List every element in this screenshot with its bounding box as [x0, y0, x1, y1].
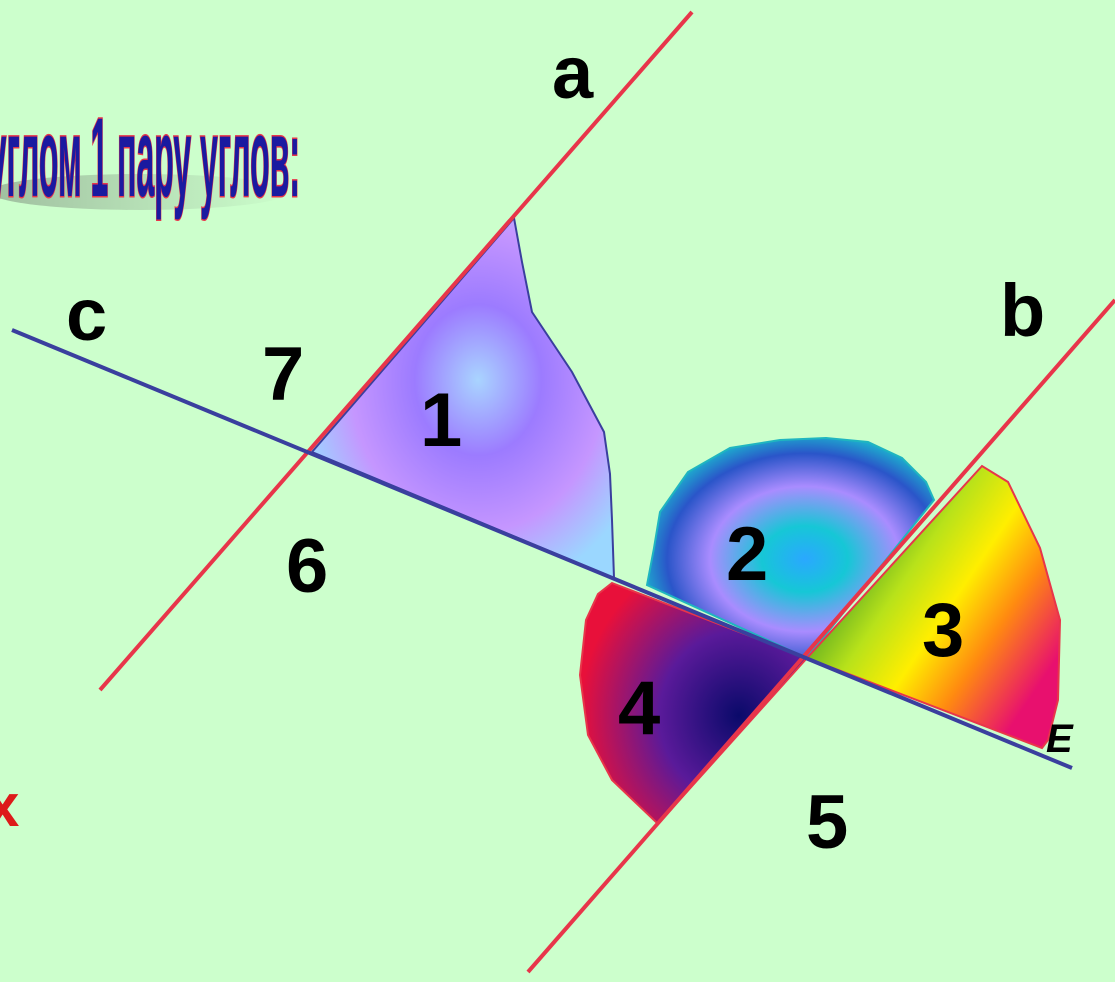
angle-1-region	[310, 215, 616, 580]
angle-5-label: 5	[806, 780, 848, 865]
line-b-label: b	[1000, 269, 1045, 352]
line-a-label: a	[552, 31, 594, 114]
angle-3-label: 3	[922, 588, 964, 673]
angle-7-label: 7	[262, 332, 304, 417]
line-c	[11, 328, 1073, 770]
angle-2-region	[645, 436, 936, 660]
page-title: с углом 1 пару углов:	[0, 95, 300, 220]
title-shadow	[0, 174, 290, 210]
angle-1-label: 1	[420, 378, 462, 463]
line-b	[526, 298, 1115, 974]
point-e-label: E	[1046, 717, 1074, 761]
angle-4-region	[578, 581, 809, 826]
side-text: х	[0, 772, 19, 839]
line-c-label: c	[66, 273, 107, 356]
title-group: с углом 1 пару углов:	[0, 94, 302, 222]
angle-4-label: 4	[618, 666, 660, 751]
angle-2-label: 2	[726, 512, 768, 597]
angle-3-region	[805, 464, 1062, 750]
line-a	[98, 10, 694, 692]
angle-6-label: 6	[286, 524, 328, 609]
